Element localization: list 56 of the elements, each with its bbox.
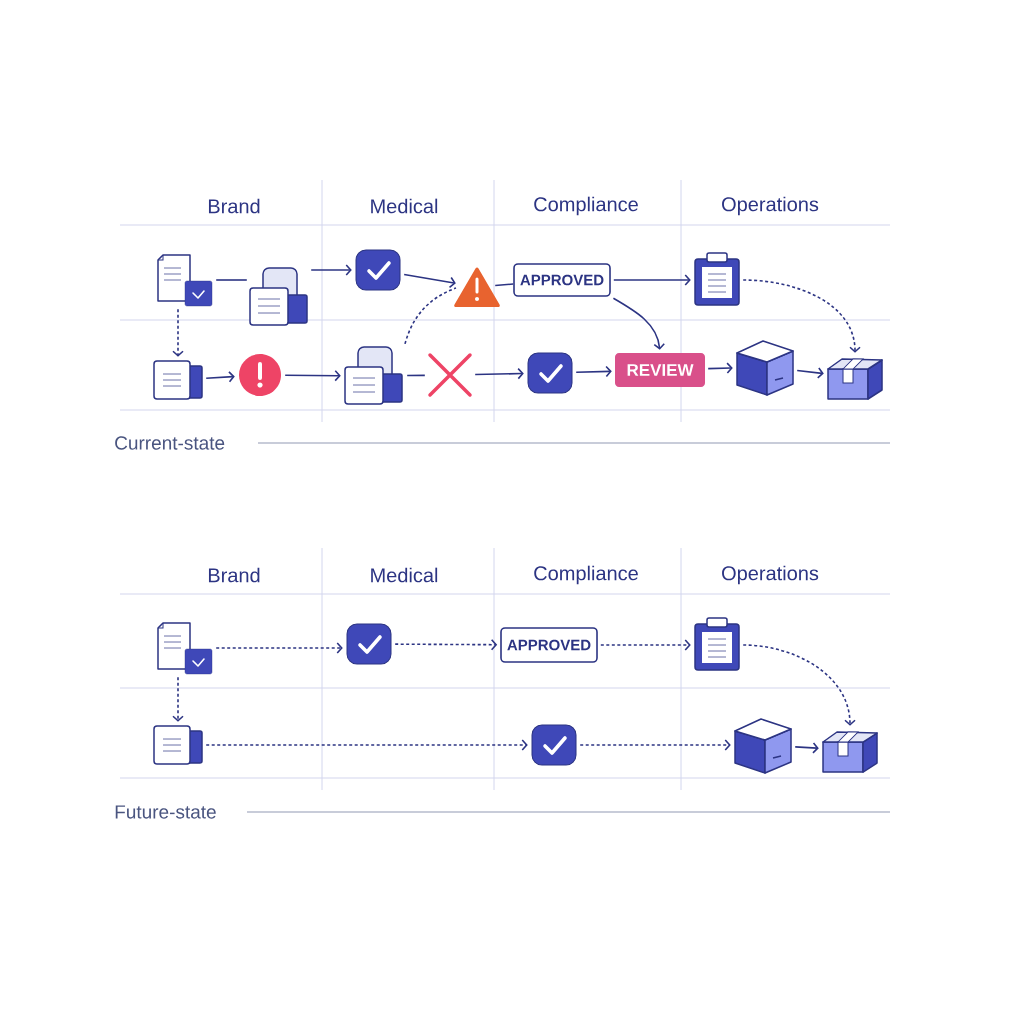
checkmark-icon: [346, 623, 392, 665]
arrow: [172, 676, 184, 722]
checkmark-icon: [355, 249, 401, 291]
lane-header: Brand: [208, 567, 260, 583]
arrow: [600, 639, 691, 651]
arrow: [742, 279, 861, 353]
lane-header: Brand: [208, 198, 260, 214]
approved-stamp: APPROVED: [500, 627, 598, 663]
warning-icon: [454, 267, 500, 307]
package-icon: [822, 731, 878, 773]
connector-line: [494, 283, 514, 287]
lane-header: Operations: [722, 196, 819, 216]
checkmark-icon: [531, 724, 577, 766]
package-icon: [827, 358, 883, 400]
lane-header: Medical: [371, 567, 438, 583]
clipboard-icon: [694, 617, 740, 671]
cross-icon: [428, 353, 472, 397]
arrow: [284, 369, 341, 382]
cube-icon: [734, 718, 792, 774]
arrow: [205, 739, 528, 751]
arrow: [707, 362, 733, 374]
arrow: [310, 264, 352, 276]
lane-header: Compliance: [534, 565, 638, 585]
arrow: [742, 644, 856, 726]
checkmark-icon: [527, 352, 573, 394]
arrow: [205, 371, 235, 383]
arrow: [796, 367, 824, 379]
connector-line: [406, 374, 426, 377]
arrow: [474, 367, 524, 380]
arrow: [172, 308, 184, 357]
documents-icon: [344, 346, 403, 405]
arrow: [215, 642, 343, 654]
alert-icon: [239, 354, 281, 396]
clipboard-icon: [694, 252, 740, 306]
lane-header: Medical: [371, 198, 438, 214]
arrow: [612, 297, 666, 350]
arrow: [579, 739, 731, 751]
document-icon: [153, 360, 203, 400]
approved-stamp: APPROVED: [513, 263, 611, 297]
arrow: [394, 638, 498, 651]
document-icon: [157, 254, 213, 307]
review-tag: REVIEW: [615, 353, 705, 387]
connector-line: [404, 287, 457, 345]
lane-header: Operations: [722, 565, 819, 585]
documents-icon: [249, 267, 308, 326]
document-icon: [157, 622, 213, 675]
arrow: [794, 742, 819, 754]
arrow: [575, 365, 612, 378]
arrow: [403, 273, 456, 289]
arrow: [613, 274, 691, 286]
lane-header: Compliance: [534, 196, 638, 216]
connector-line: [215, 279, 248, 281]
document-icon: [153, 725, 203, 765]
cube-icon: [736, 340, 794, 396]
section-label: Current-state: [115, 436, 225, 450]
section-label: Future-state: [115, 805, 216, 819]
